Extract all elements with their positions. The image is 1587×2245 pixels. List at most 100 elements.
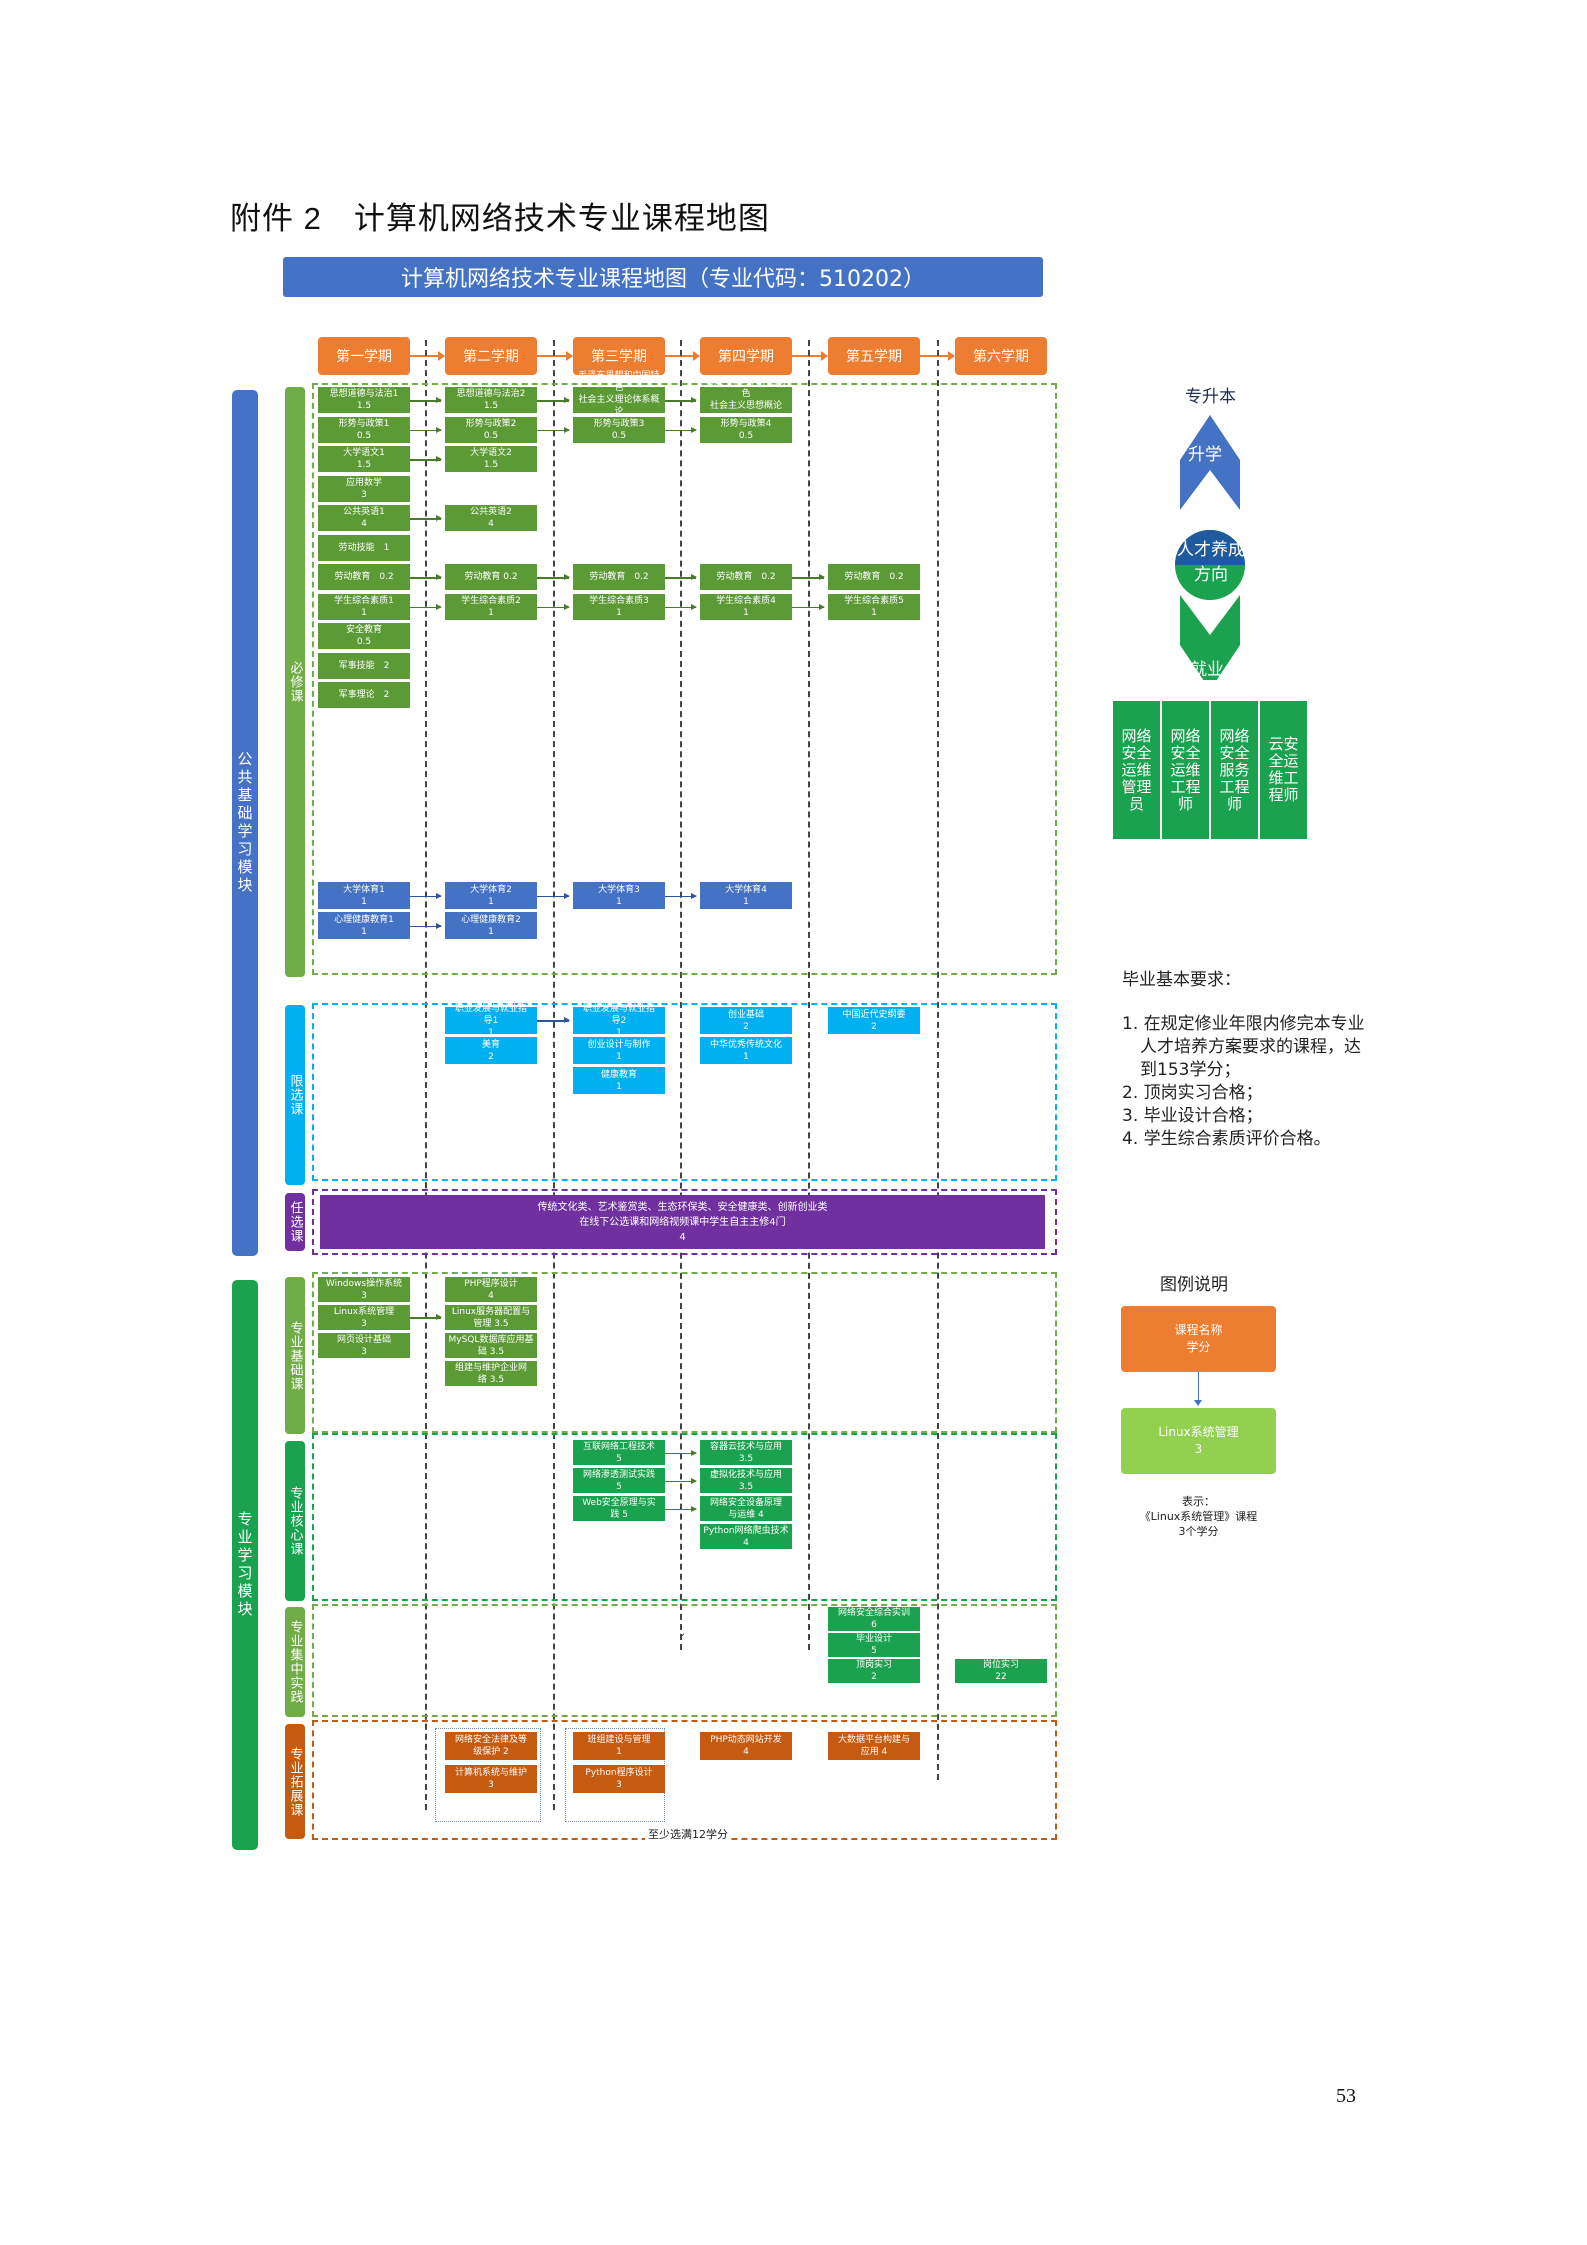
course-box[interactable]: 虚拟化技术与应用 3.5 <box>700 1468 792 1493</box>
course-box[interactable]: 网络安全法律及等 级保护 2 <box>445 1732 537 1760</box>
graduation-item: 3. 毕业设计合格； <box>1122 1106 1263 1126</box>
course-box[interactable]: 美育 2 <box>445 1037 537 1064</box>
course-box[interactable]: 劳动教育 0.2 <box>828 564 920 590</box>
legend-caption-2: 《Linux系统管理》课程 <box>1139 1510 1258 1523</box>
legend-box-example: Linux系统管理 3 <box>1121 1408 1276 1474</box>
down-label: 就业 <box>1190 660 1224 680</box>
course-box[interactable]: 网页设计基础 3 <box>318 1333 410 1358</box>
semester-header-4: 第四学期 <box>700 337 792 375</box>
course-box[interactable]: 习近平新时代中国特色 社会主义思想概论 3 <box>700 377 792 423</box>
course-box[interactable]: 职业发展与就业指 导2 1 <box>573 1004 665 1038</box>
course-link-arrow <box>665 604 697 609</box>
course-box[interactable]: 大数据平台构建与 应用 4 <box>828 1732 920 1760</box>
course-box[interactable]: 健康教育 1 <box>573 1067 665 1094</box>
course-box[interactable]: 中国近代史纲要 2 <box>828 1007 920 1034</box>
category-limited: 限选课 <box>285 1005 305 1185</box>
course-box[interactable]: 学生综合素质2 1 <box>445 593 537 620</box>
course-box[interactable]: Windows操作系统 3 <box>318 1277 410 1302</box>
course-box[interactable]: Linux系统管理 3 <box>318 1305 410 1330</box>
career-box: 网络 安全 服务 工程 师 <box>1211 701 1258 839</box>
career-box: 网络 安全 运维 工程 师 <box>1162 701 1209 839</box>
graduation-item: 2. 顶岗实习合格； <box>1122 1083 1263 1103</box>
course-box[interactable]: 劳动教育 0.2 <box>445 564 537 590</box>
category-prof-extend: 专业拓展课 <box>285 1724 305 1839</box>
course-box[interactable]: 心理健康教育1 1 <box>318 912 410 939</box>
course-box[interactable]: PHP程序设计 4 <box>445 1277 537 1302</box>
course-box[interactable]: Linux服务器配置与 管理 3.5 <box>445 1305 537 1330</box>
category-prof-basic: 专业基础课 <box>285 1277 305 1434</box>
course-box[interactable]: Web安全原理与实 践 5 <box>573 1496 665 1521</box>
course-link-arrow <box>537 574 570 580</box>
extend-note: 至少选满12学分 <box>645 1826 731 1842</box>
course-box[interactable]: 网络安全综合实训 6 <box>828 1607 920 1631</box>
zone-prof-basic <box>312 1272 1057 1433</box>
course-box[interactable]: 大学体育2 1 <box>445 882 537 909</box>
course-box[interactable]: 互联网络工程技术 5 <box>573 1440 665 1465</box>
course-box[interactable]: 心理健康教育2 1 <box>445 912 537 939</box>
course-box[interactable]: 计算机系统与维护 3 <box>445 1765 537 1793</box>
course-box[interactable]: 学生综合素质4 1 <box>700 593 792 620</box>
legend-caption-1: 表示： <box>1182 1495 1215 1508</box>
course-link-arrow <box>665 427 697 432</box>
course-box[interactable]: 创业基础 2 <box>700 1007 792 1034</box>
course-box[interactable]: 大学体育3 1 <box>573 882 665 909</box>
course-box[interactable]: 大学体育1 1 <box>318 882 410 909</box>
course-box[interactable]: 学生综合素质3 1 <box>573 593 665 620</box>
course-box[interactable]: 组建与维护企业网 络 3.5 <box>445 1361 537 1386</box>
course-box[interactable]: 创业设计与制作 1 <box>573 1037 665 1064</box>
course-box[interactable]: 公共英语1 4 <box>318 505 410 531</box>
course-box[interactable]: 班组建设与管理 1 <box>573 1732 665 1760</box>
career-list: 网络 安全 运维 管理 员网络 安全 运维 工程 师网络 安全 服务 工程 师云… <box>1113 701 1307 839</box>
course-box[interactable]: 应用数学 3 <box>318 475 410 502</box>
course-box[interactable]: 安全教育 0.5 <box>318 623 410 649</box>
course-box[interactable]: PHP动态网站开发 4 <box>700 1732 792 1760</box>
course-box[interactable]: 顶岗实习 2 <box>828 1659 920 1683</box>
course-box[interactable]: 劳动教育 0.2 <box>318 564 410 590</box>
course-box[interactable]: MySQL数据库应用基 础 3.5 <box>445 1333 537 1358</box>
course-box[interactable]: 形势与政策3 0.5 <box>573 416 665 443</box>
course-box[interactable]: 军事技能 2 <box>318 652 410 679</box>
semester-arrow <box>920 351 955 361</box>
course-box[interactable]: 公共英语2 4 <box>445 505 537 531</box>
course-box[interactable]: 思想道德与法治2 1.5 <box>445 387 537 413</box>
course-box[interactable]: 大学语文1 1.5 <box>318 446 410 472</box>
course-box[interactable]: 劳动教育 0.2 <box>700 564 792 590</box>
semester-divider <box>680 340 682 1650</box>
graduation-list: 1. 在规定修业年限内修完本专业人才培养方案要求的课程，达到153学分；2. 顶… <box>1122 1013 1372 1151</box>
chevron-down-icon: ⌄ <box>678 1628 687 1639</box>
course-link-arrow <box>410 427 442 432</box>
zone-prof-extend <box>312 1720 1057 1840</box>
course-box[interactable]: 形势与政策2 0.5 <box>445 416 537 443</box>
course-box[interactable]: 毛泽东思想和中国特色 社会主义理论体系概论 2 <box>573 371 665 429</box>
course-box[interactable]: 大学体育4 1 <box>700 882 792 909</box>
course-box[interactable]: 网络安全设备原理 与运维 4 <box>700 1496 792 1521</box>
document-title: 附件 2 计算机网络技术专业课程地图 <box>230 201 770 236</box>
course-box[interactable]: 中华优秀传统文化 1 <box>700 1037 792 1064</box>
up-label: 升学 <box>1188 445 1222 465</box>
course-box[interactable]: 学生综合素质1 1 <box>318 593 410 620</box>
course-link-arrow <box>665 1478 697 1483</box>
course-box[interactable]: 容器云技术与应用 3.5 <box>700 1440 792 1465</box>
course-link-arrow <box>665 1506 697 1511</box>
course-box[interactable]: 学生综合素质5 1 <box>828 593 920 620</box>
course-link-arrow <box>410 574 442 580</box>
graduation-item: 4. 学生综合素质评价合格。 <box>1122 1129 1331 1149</box>
course-box[interactable]: 毕业设计 5 <box>828 1633 920 1657</box>
course-box[interactable]: 劳动教育 0.2 <box>573 564 665 590</box>
course-box[interactable]: 形势与政策1 0.5 <box>318 416 410 443</box>
course-box[interactable]: 思想道德与法治1 1.5 <box>318 387 410 413</box>
optional-elective-block: 传统文化类、艺术鉴赏类、生态环保类、安全健康类、创新创业类 在线下公选课和网络视… <box>320 1195 1045 1249</box>
course-box[interactable]: 大学语文2 1.5 <box>445 446 537 472</box>
course-box[interactable]: 军事理论 2 <box>318 682 410 708</box>
semester-divider <box>425 340 427 1810</box>
category-prof-core: 专业核心课 <box>285 1441 305 1601</box>
course-box[interactable]: Python程序设计 3 <box>573 1765 665 1793</box>
career-box: 云安 全运 维工 程师 <box>1260 701 1307 839</box>
course-box[interactable]: 劳动技能 1 <box>318 534 410 561</box>
course-link-arrow <box>792 604 825 609</box>
course-box[interactable]: 形势与政策4 0.5 <box>700 416 792 443</box>
course-box[interactable]: 职业发展与就业指 导1 1 <box>445 1004 537 1038</box>
course-box[interactable]: 网络渗透测试实践 5 <box>573 1468 665 1493</box>
course-box[interactable]: Python网络爬虫技术 4 <box>700 1524 792 1549</box>
course-box[interactable]: 岗位实习 22 <box>955 1659 1047 1683</box>
